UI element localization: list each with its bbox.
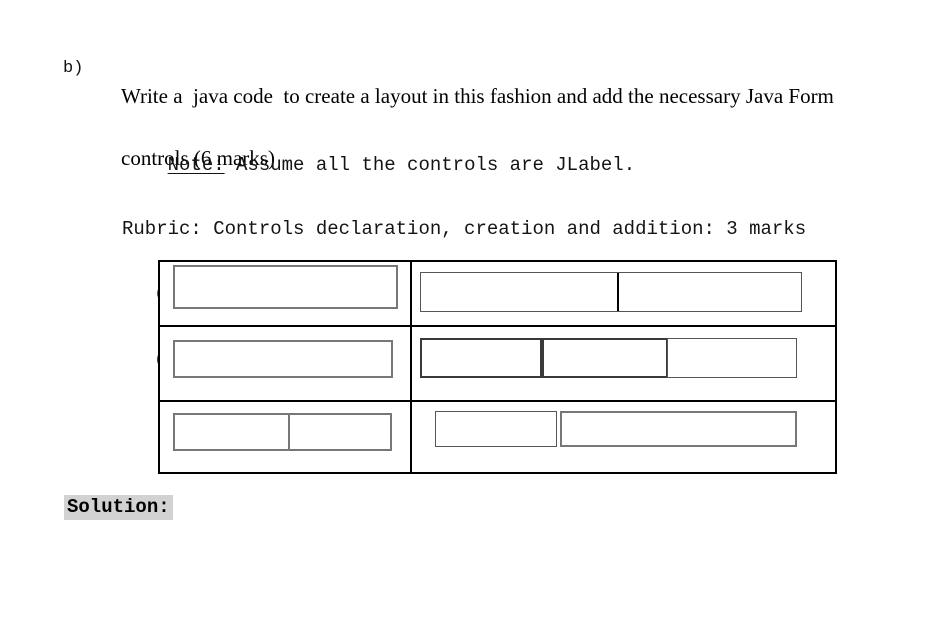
r3c2-label-box-2 (560, 411, 797, 447)
r2c2-label-box-2 (542, 338, 668, 378)
rubric-line-1: Rubric: Controls declaration, creation a… (122, 218, 807, 240)
r1c2-label-box (420, 272, 802, 312)
table-column-divider (410, 262, 412, 472)
table-row-divider-1 (160, 325, 835, 327)
note-line: Note: Assume all the controls are JLabel… (122, 132, 635, 198)
note-prefix: Note: (167, 154, 225, 176)
question-line-1: Write a java code to create a layout in … (121, 84, 834, 108)
note-text: Assume all the controls are JLabel. (224, 154, 636, 176)
r3c1-label-box (173, 413, 392, 451)
table-row-divider-2 (160, 400, 835, 402)
r2c2-label-box-1 (420, 338, 542, 378)
r3c2-label-box-1 (435, 411, 557, 447)
r3c1-box-divider (288, 415, 290, 449)
layout-diagram-table (158, 260, 837, 474)
solution-label: Solution: (64, 495, 173, 520)
question-item-label: b) (63, 59, 84, 78)
r1c2-box-divider (617, 273, 619, 311)
question-text: Write a java code to create a layout in … (100, 50, 922, 205)
question-line-2: controls (6 marks) (121, 146, 275, 170)
r2c2-label-box-3 (667, 338, 797, 378)
r2c1-label-box (173, 340, 393, 378)
r1c1-label-box (173, 265, 398, 309)
